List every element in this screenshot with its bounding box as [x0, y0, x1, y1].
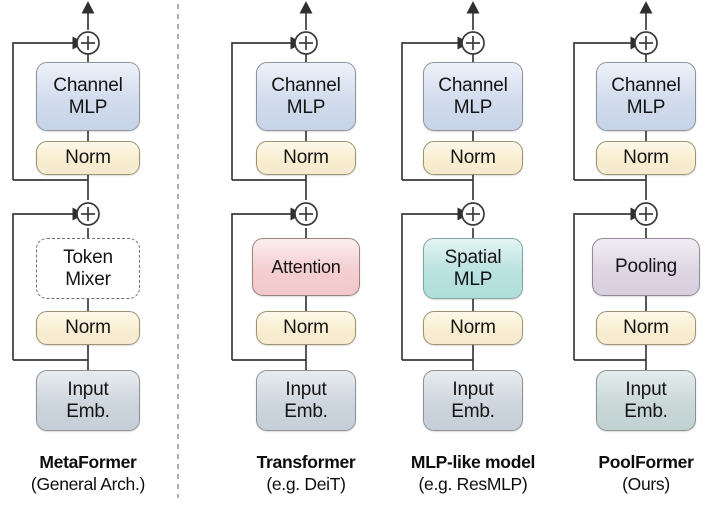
block-label-line2: MLP — [68, 96, 108, 118]
block-label-line1: Norm — [65, 317, 111, 339]
block-norm-upper-transformer[interactable]: Norm — [256, 141, 356, 175]
block-norm-upper-poolformer[interactable]: Norm — [596, 141, 696, 175]
block-label-line1: Channel — [271, 75, 341, 97]
block-label-line1: Channel — [611, 75, 681, 97]
block-channel-mlp-metaformer[interactable]: Channel MLP — [36, 62, 140, 131]
block-pooling-poolformer[interactable]: Pooling — [592, 238, 700, 296]
caption-title: MetaFormer — [39, 452, 137, 472]
block-norm-upper-metaformer[interactable]: Norm — [36, 141, 140, 175]
block-norm-lower-transformer[interactable]: Norm — [256, 311, 356, 345]
block-label-line2: MLP — [453, 96, 493, 118]
block-token-mixer-metaformer[interactable]: Token Mixer — [36, 238, 140, 299]
caption-subtitle: (e.g. DeiT) — [266, 474, 346, 495]
block-label-line2: Emb. — [451, 400, 495, 422]
block-spatial-mlp-mlplike[interactable]: Spatial MLP — [423, 238, 523, 299]
caption-transformer: Transformer (e.g. DeiT) — [216, 451, 396, 496]
caption-title: MLP-like model — [410, 452, 536, 472]
block-label-line1: Norm — [450, 317, 496, 339]
caption-title: PoolFormer — [598, 452, 694, 472]
block-label-line1: Spatial — [444, 247, 502, 269]
caption-poolformer: PoolFormer (Ours) — [556, 451, 720, 496]
block-label-line2: Emb. — [624, 400, 668, 422]
block-label-line1: Norm — [283, 147, 329, 169]
caption-subtitle: (General Arch.) — [30, 474, 146, 495]
block-norm-lower-poolformer[interactable]: Norm — [596, 311, 696, 345]
block-norm-lower-metaformer[interactable]: Norm — [36, 311, 140, 345]
block-label-line2: Emb. — [66, 400, 110, 422]
block-norm-lower-mlplike[interactable]: Norm — [423, 311, 523, 345]
caption-subtitle: (e.g. ResMLP) — [418, 474, 528, 495]
caption-mlp-like: MLP-like model (e.g. ResMLP) — [383, 451, 563, 496]
block-label-line1: Input — [67, 379, 109, 401]
block-label-line1: Input — [452, 379, 494, 401]
block-label-line2: MLP — [453, 268, 493, 290]
block-attention-transformer[interactable]: Attention — [252, 238, 360, 296]
caption-metaformer: MetaFormer (General Arch.) — [0, 451, 176, 496]
block-label-line2: MLP — [286, 96, 326, 118]
block-label-line2: MLP — [626, 96, 666, 118]
caption-title: Transformer — [256, 452, 356, 472]
block-label-line1: Norm — [283, 317, 329, 339]
block-label-line1: Norm — [65, 147, 111, 169]
block-input-emb-mlplike[interactable]: Input Emb. — [423, 370, 523, 431]
block-channel-mlp-transformer[interactable]: Channel MLP — [256, 62, 356, 131]
block-channel-mlp-poolformer[interactable]: Channel MLP — [596, 62, 696, 131]
caption-subtitle: (Ours) — [622, 474, 670, 495]
block-label-line1: Channel — [438, 75, 508, 97]
block-label-line1: Norm — [623, 317, 669, 339]
block-label-line1: Attention — [271, 256, 341, 277]
block-label-line1: Norm — [450, 147, 496, 169]
block-label-line1: Input — [285, 379, 327, 401]
block-label-line2: Emb. — [284, 400, 328, 422]
block-norm-upper-mlplike[interactable]: Norm — [423, 141, 523, 175]
block-label-line1: Pooling — [615, 256, 677, 278]
block-label-line1: Channel — [53, 75, 123, 97]
block-label-line1: Token — [63, 247, 113, 269]
block-label-line2: Mixer — [65, 268, 111, 290]
block-input-emb-transformer[interactable]: Input Emb. — [256, 370, 356, 431]
block-input-emb-metaformer[interactable]: Input Emb. — [36, 370, 140, 431]
block-input-emb-poolformer[interactable]: Input Emb. — [596, 370, 696, 431]
block-label-line1: Input — [625, 379, 667, 401]
block-label-line1: Norm — [623, 147, 669, 169]
block-channel-mlp-mlplike[interactable]: Channel MLP — [423, 62, 523, 131]
